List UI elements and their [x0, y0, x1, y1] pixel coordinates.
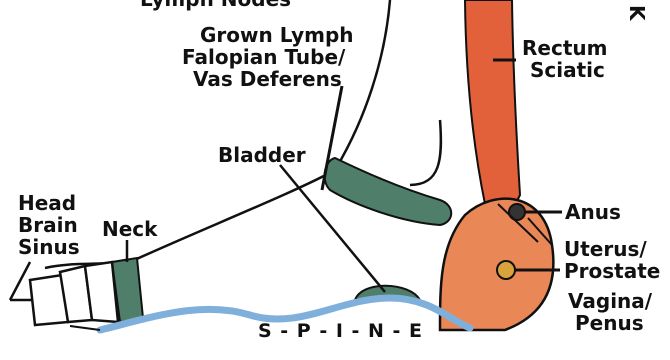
toe-3 — [85, 262, 118, 322]
rectum-sciatic-column — [465, 0, 520, 205]
label-sciatic: Sciatic — [530, 58, 605, 82]
label-vas-deferens: Vas Deferens — [193, 67, 342, 91]
label-uterus: Uterus/ — [564, 237, 647, 261]
fallopian-tube-band — [325, 158, 452, 225]
label-lymph-nodes: Lymph Nodes — [140, 0, 291, 11]
label-spine: S - P - I - N - E — [258, 320, 423, 342]
uterus-prostate-point — [497, 261, 515, 279]
head-line — [10, 262, 30, 300]
corner-mark: K — [625, 5, 649, 22]
label-fallopian-tube: Falopian Tube/ — [182, 45, 346, 69]
arch-curve — [410, 120, 441, 185]
label-rectum: Rectum — [522, 36, 607, 60]
label-grown-lymph: Grown Lymph — [200, 23, 354, 47]
label-brain: Brain — [18, 213, 78, 237]
label-neck: Neck — [102, 217, 158, 241]
foot-sole-outline — [70, 326, 100, 330]
label-penus: Penus — [575, 311, 644, 335]
label-anus: Anus — [565, 200, 621, 224]
label-prostate: Prostate — [564, 259, 660, 283]
label-sinus: Sinus — [18, 235, 80, 259]
label-head: Head — [18, 191, 76, 215]
heel-region — [440, 199, 553, 330]
label-vagina: Vagina/ — [568, 289, 653, 313]
label-bladder: Bladder — [218, 143, 306, 167]
